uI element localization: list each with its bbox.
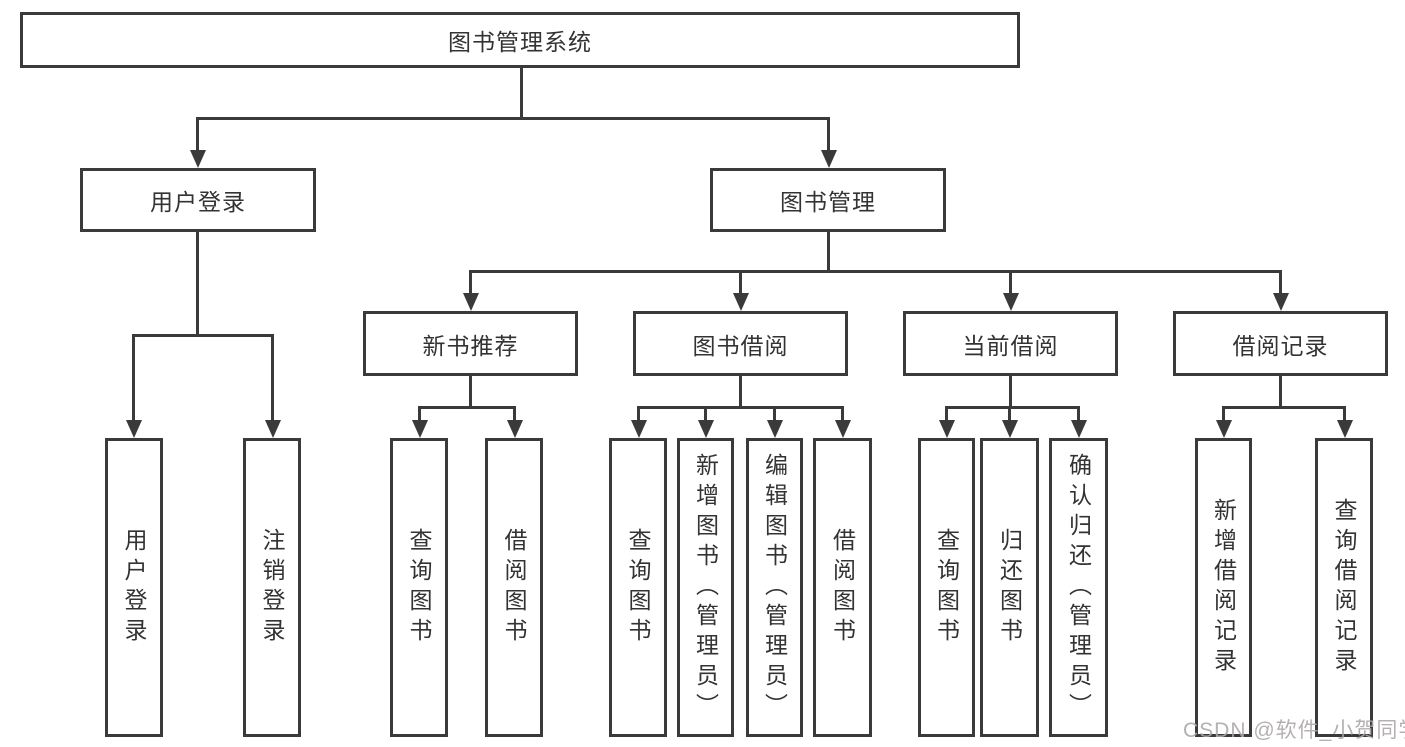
- leaf-query-borrow-record: 查询借阅记录: [1315, 438, 1373, 737]
- arrow-to-query-books-2: [630, 406, 647, 438]
- arrow-to-current-borrowing: [1002, 270, 1019, 311]
- connector-recommendation-stem: [469, 374, 472, 409]
- arrow-to-return-book: [1001, 406, 1018, 438]
- leaf-borrow-books-2: 借阅图书: [813, 438, 872, 737]
- connector-records-hline: [1222, 406, 1346, 409]
- connector-recommendation-hline: [418, 406, 516, 409]
- node-new-book-recommendation: 新书推荐: [363, 311, 578, 376]
- arrow-to-user-login: [189, 117, 206, 168]
- arrow-to-query-books-1: [411, 406, 428, 438]
- arrow-to-book-borrowing: [732, 270, 749, 311]
- arrow-to-confirm-return: [1070, 406, 1087, 438]
- leaf-query-books-recommend: 查询图书: [390, 438, 448, 737]
- arrow-to-edit-book: [766, 406, 783, 438]
- csdn-watermark: CSDN @软件_小贺同学: [1183, 719, 1405, 742]
- leaf-query-books-borrow: 查询图书: [609, 438, 667, 737]
- connector-current-stem: [1009, 374, 1012, 409]
- leaf-confirm-return-admin: 确认归还（管理员）: [1049, 438, 1108, 737]
- connector-current-hline: [945, 406, 1080, 409]
- arrow-to-query-books-3: [938, 406, 955, 438]
- connector-user-login-hline: [132, 334, 274, 337]
- leaf-return-book: 归还图书: [980, 438, 1039, 737]
- arrow-to-query-borrow-record: [1336, 406, 1353, 438]
- node-user-login: 用户登录: [80, 168, 316, 232]
- connector-book-management-stem: [827, 231, 830, 273]
- arrow-to-add-borrow-record: [1215, 406, 1232, 438]
- node-book-management: 图书管理: [710, 168, 946, 232]
- arrow-to-borrow-books-2: [834, 406, 851, 438]
- node-current-borrowing: 当前借阅: [903, 311, 1118, 376]
- leaf-query-books-current: 查询图书: [918, 438, 975, 737]
- arrow-to-borrow-books-1: [506, 406, 523, 438]
- node-book-borrowing: 图书借阅: [633, 311, 848, 376]
- connector-borrowing-hline: [637, 406, 844, 409]
- leaf-user-login: 用户登录: [105, 438, 163, 737]
- connector-level1-hline: [196, 117, 830, 120]
- connector-user-login-stem: [196, 231, 199, 337]
- leaf-logout: 注销登录: [243, 438, 301, 737]
- arrow-to-book-management: [820, 117, 837, 168]
- leaf-add-borrow-record: 新增借阅记录: [1195, 438, 1252, 737]
- leaf-add-book-admin: 新增图书（管理员）: [677, 438, 734, 737]
- leaf-borrow-books-recommend: 借阅图书: [485, 438, 543, 737]
- arrow-to-leaf-user-login: [125, 334, 142, 438]
- arrow-to-add-book: [697, 406, 714, 438]
- arrow-to-borrowing-records: [1272, 270, 1289, 311]
- arrow-to-leaf-logout: [264, 334, 281, 438]
- connector-records-stem: [1279, 374, 1282, 409]
- arrow-to-new-book-recommendation: [462, 270, 479, 311]
- node-library-system: 图书管理系统: [20, 12, 1020, 68]
- node-borrowing-records: 借阅记录: [1173, 311, 1388, 376]
- connector-borrowing-stem: [739, 374, 742, 409]
- connector-root-stem: [520, 67, 523, 119]
- leaf-edit-book-admin: 编辑图书（管理员）: [746, 438, 803, 737]
- connector-level2-hline: [469, 270, 1282, 273]
